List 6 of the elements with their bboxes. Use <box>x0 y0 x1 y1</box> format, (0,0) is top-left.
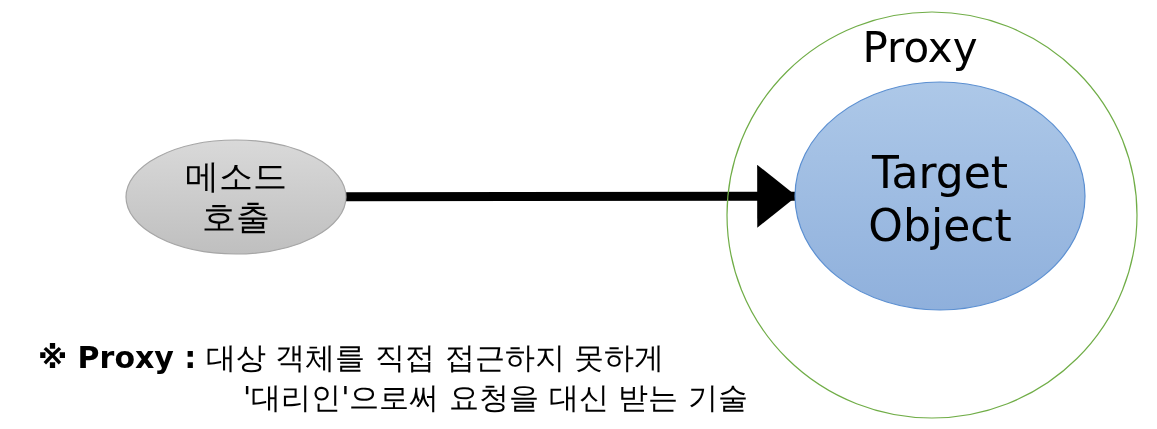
note-text: ※ Proxy : 대상 객체를 직접 접근하지 못하게 '대리인'으로써 요청을 대신 받는 기술 <box>38 339 749 417</box>
method-call-ellipse <box>126 140 346 254</box>
node-text: 메소드 호출 <box>184 156 288 238</box>
node-text: Target Object <box>867 147 1013 253</box>
node-text: Proxy <box>861 23 979 74</box>
target-object-ellipse <box>795 82 1085 310</box>
